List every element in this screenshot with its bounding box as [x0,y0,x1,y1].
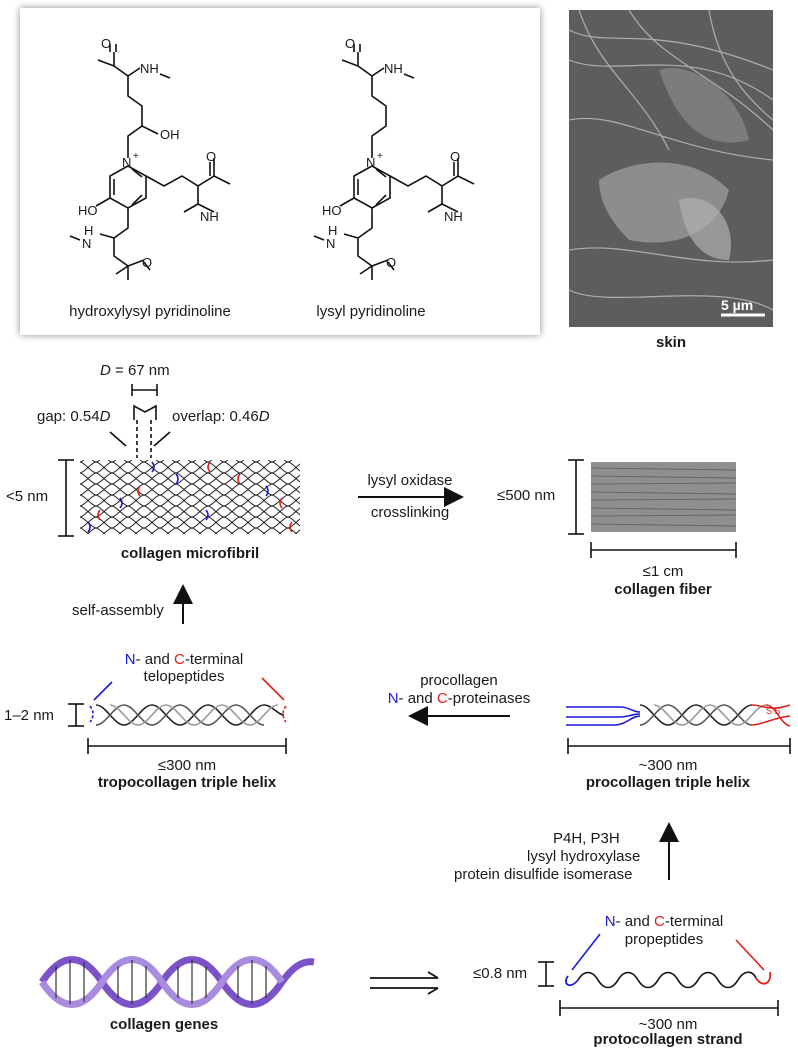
skin-micrograph: 5 µm [569,10,773,327]
enzyme-3: protein disulfide isomerase [454,866,633,883]
proc-mid: - and [398,690,437,707]
atom-n: N [326,236,336,251]
enzyme-2: lysyl hydroxylase [527,848,641,865]
pro-n: N [604,913,616,930]
atom-nh: NH [140,61,159,76]
microfibril-height: <5 nm [6,488,49,505]
atom-o: O [142,255,153,270]
atom-o: O [345,36,356,51]
microfibril-drawing [58,459,300,537]
proc-n: N [387,690,399,707]
telopeptides-label-2: telopeptides [143,668,225,685]
fiber-width: ≤1 cm [642,563,684,580]
pro-mid: - and [615,913,654,930]
overlap-label: overlap: 0.46D [172,408,270,426]
transcription-translation-arrow [370,971,439,995]
procollagen-length: ~300 nm [638,757,698,774]
proc-c: C [436,690,448,707]
atom-nh: NH [444,209,463,224]
atom-oh: OH [160,127,180,142]
atom-o: O [386,255,397,270]
crosslink-structures-panel: O NH OH N + HO H N O O NH O NH N + HO H … [20,8,540,335]
protocollagen-length: ~300 nm [638,1016,698,1033]
disulfide-label: S S [766,706,781,716]
skin-label: skin [655,334,687,351]
proteinases-label: N- and C-proteinases [388,690,531,708]
atom-nh: NH [384,61,403,76]
scale-bar-label: 5 µm [721,297,754,313]
gap-d: D [99,408,111,425]
pro-end: -terminal [664,913,724,930]
microfibril-label: collagen microfibril [120,545,260,562]
tropocollagen-label: tropocollagen triple helix [97,774,277,791]
atom-o: O [206,149,217,164]
overlap-value: overlap: 0.46 [172,408,259,425]
gap-value: gap: 0.54 [37,408,100,425]
telopeptides-label: N- and C-terminal [125,651,243,669]
d-value: = 67 nm [110,362,170,379]
atom-h: H [328,223,338,238]
gap-label: gap: 0.54D [37,408,110,426]
procollagen-enzyme-label: procollagen [420,672,498,689]
atom-o: O [101,36,112,51]
dna-drawing [39,956,315,1008]
tropocollagen-drawing [68,677,287,754]
hydroxylysyl-pyridinoline-structure [69,44,231,280]
protocollagen-drawing [538,933,779,1016]
atom-n: N [366,155,376,170]
tel-mid: - and [135,651,174,668]
atom-ho: HO [322,203,342,218]
tel-c: C [174,651,185,668]
enzyme-1: P4H, P3H [553,830,620,847]
d-period-marker [109,384,171,458]
d-period-label: D = 67 nm [100,362,170,380]
atom-o: O [450,149,461,164]
atom-plus: + [377,151,383,162]
protocollagen-label: protocollagen strand [593,1031,743,1048]
collagen-fiber-drawing [568,459,737,558]
procollagen-drawing [566,704,791,754]
atom-ho: HO [78,203,98,218]
atom-h: H [84,223,94,238]
atom-nh: NH [200,209,219,224]
hydroxylysyl-pyridinoline-label: hydroxylysyl pyridinoline [69,303,231,320]
lysyl-pyridinoline-label: lysyl pyridinoline [316,303,426,320]
atom-plus: + [133,151,139,162]
self-assembly-label: self-assembly [72,602,164,619]
procollagen-label: procollagen triple helix [585,774,751,791]
tropocollagen-height: 1–2 nm [4,707,55,724]
lysyl-pyridinoline-structure [313,44,475,280]
tel-end: -terminal [184,651,244,668]
propeptides-label-2: propeptides [624,931,704,948]
collagen-genes-label: collagen genes [109,1016,219,1033]
atom-n: N [82,236,92,251]
tel-n: N [124,651,136,668]
protocollagen-height: ≤0.8 nm [473,965,528,982]
pro-c: C [654,913,665,930]
overlap-d: D [258,408,270,425]
fiber-label: collagen fiber [614,581,712,598]
propeptides-label: N- and C-terminal [605,913,723,931]
skin-texture [569,10,773,327]
d-symbol: D [100,362,111,379]
proc-end: -proteinases [447,690,531,707]
pyridinoline-structures [69,44,475,280]
lysyl-oxidase-label: lysyl oxidase [367,472,453,489]
fiber-height: ≤500 nm [497,487,556,504]
tropocollagen-length: ≤300 nm [157,757,217,774]
atom-n: N [122,155,132,170]
crosslinking-label: crosslinking [370,504,450,521]
